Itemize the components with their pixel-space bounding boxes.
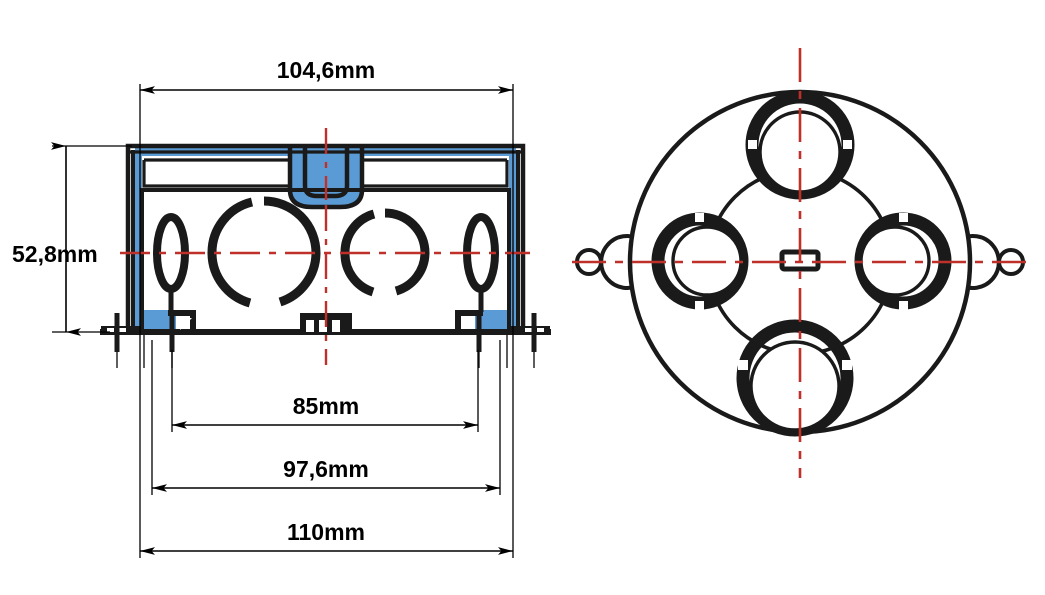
mount-tab-right xyxy=(455,310,550,368)
dimension-label-110: 110mm xyxy=(287,519,365,545)
section-centerlines xyxy=(120,128,530,365)
section-oval-stems xyxy=(168,289,484,312)
plan-view xyxy=(572,48,1028,478)
plan-knockout-bottom xyxy=(736,319,854,437)
dimension-width-overall: 110mm xyxy=(139,150,514,558)
knockout-large-left xyxy=(207,196,321,308)
dimension-label-52-8: 52,8mm xyxy=(12,241,98,267)
section-view xyxy=(100,128,551,368)
dimension-label-85: 85mm xyxy=(293,393,359,419)
dimension-label-97-6: 97,6mm xyxy=(283,456,369,482)
section-inner-walls xyxy=(131,150,520,332)
dimension-label-104-6: 104,6mm xyxy=(277,57,375,83)
plan-centerlines xyxy=(572,48,1028,478)
dimension-width-mount: 85mm xyxy=(171,350,479,432)
dimension-height-left: 52,8mm xyxy=(12,142,132,336)
dimension-width-body: 97,6mm xyxy=(151,340,501,495)
dimension-width-top: 104,6mm xyxy=(139,57,514,150)
